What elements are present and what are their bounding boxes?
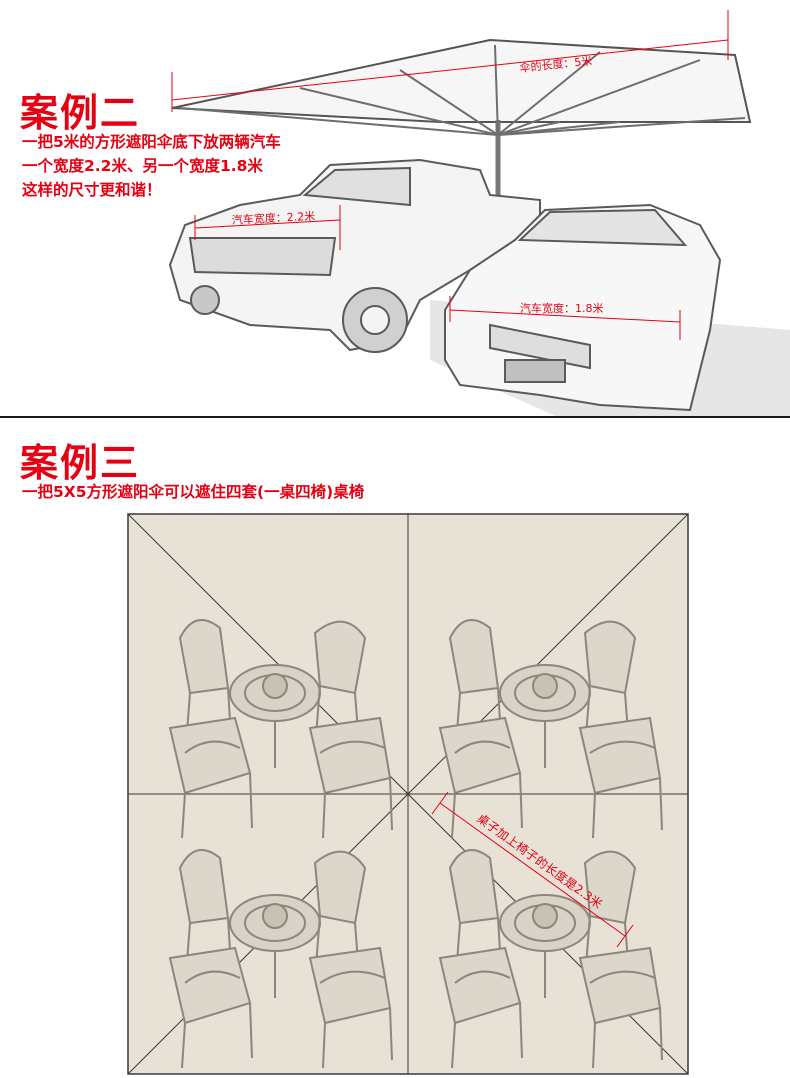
truck-width-label: 汽车宽度：2.2米 <box>231 209 315 227</box>
case-two-line-2: 一个宽度2.2米、另一个宽度1.8米 <box>22 157 263 175</box>
case-two-line-3: 这样的尺寸更和谐！ <box>22 181 162 199</box>
case-three-section: 案例三 一把5X5方形遮阳伞可以遮住四套(一桌四椅)桌椅 <box>0 418 790 1078</box>
car-width-label: 汽车宽度：1.8米 <box>520 301 604 315</box>
car-measure <box>449 296 681 340</box>
case-two-title: 案例二 <box>20 91 141 135</box>
umbrella <box>171 38 752 245</box>
truck-measure <box>194 205 341 250</box>
canopy-top-view: 桌子加上椅子的长度是2.3米 <box>127 513 689 1075</box>
pickup-truck <box>168 158 541 353</box>
case-three-title: 案例三 <box>20 441 141 485</box>
umbrella-measure <box>171 10 729 112</box>
case-three-line-1: 一把5X5方形遮阳伞可以遮住四套(一桌四椅)桌椅 <box>22 483 365 501</box>
case-two-line-1: 一把5米的方形遮阳伞底下放两辆汽车 <box>22 133 281 151</box>
set-measure <box>431 791 634 948</box>
case-two-section: 伞的长度：5米 汽车宽度：2.2米 汽 <box>0 0 790 418</box>
section-divider <box>0 416 790 418</box>
sedan-car <box>444 203 722 412</box>
umbrella-cars-illustration: 伞的长度：5米 汽车宽度：2.2米 汽 <box>168 10 790 418</box>
